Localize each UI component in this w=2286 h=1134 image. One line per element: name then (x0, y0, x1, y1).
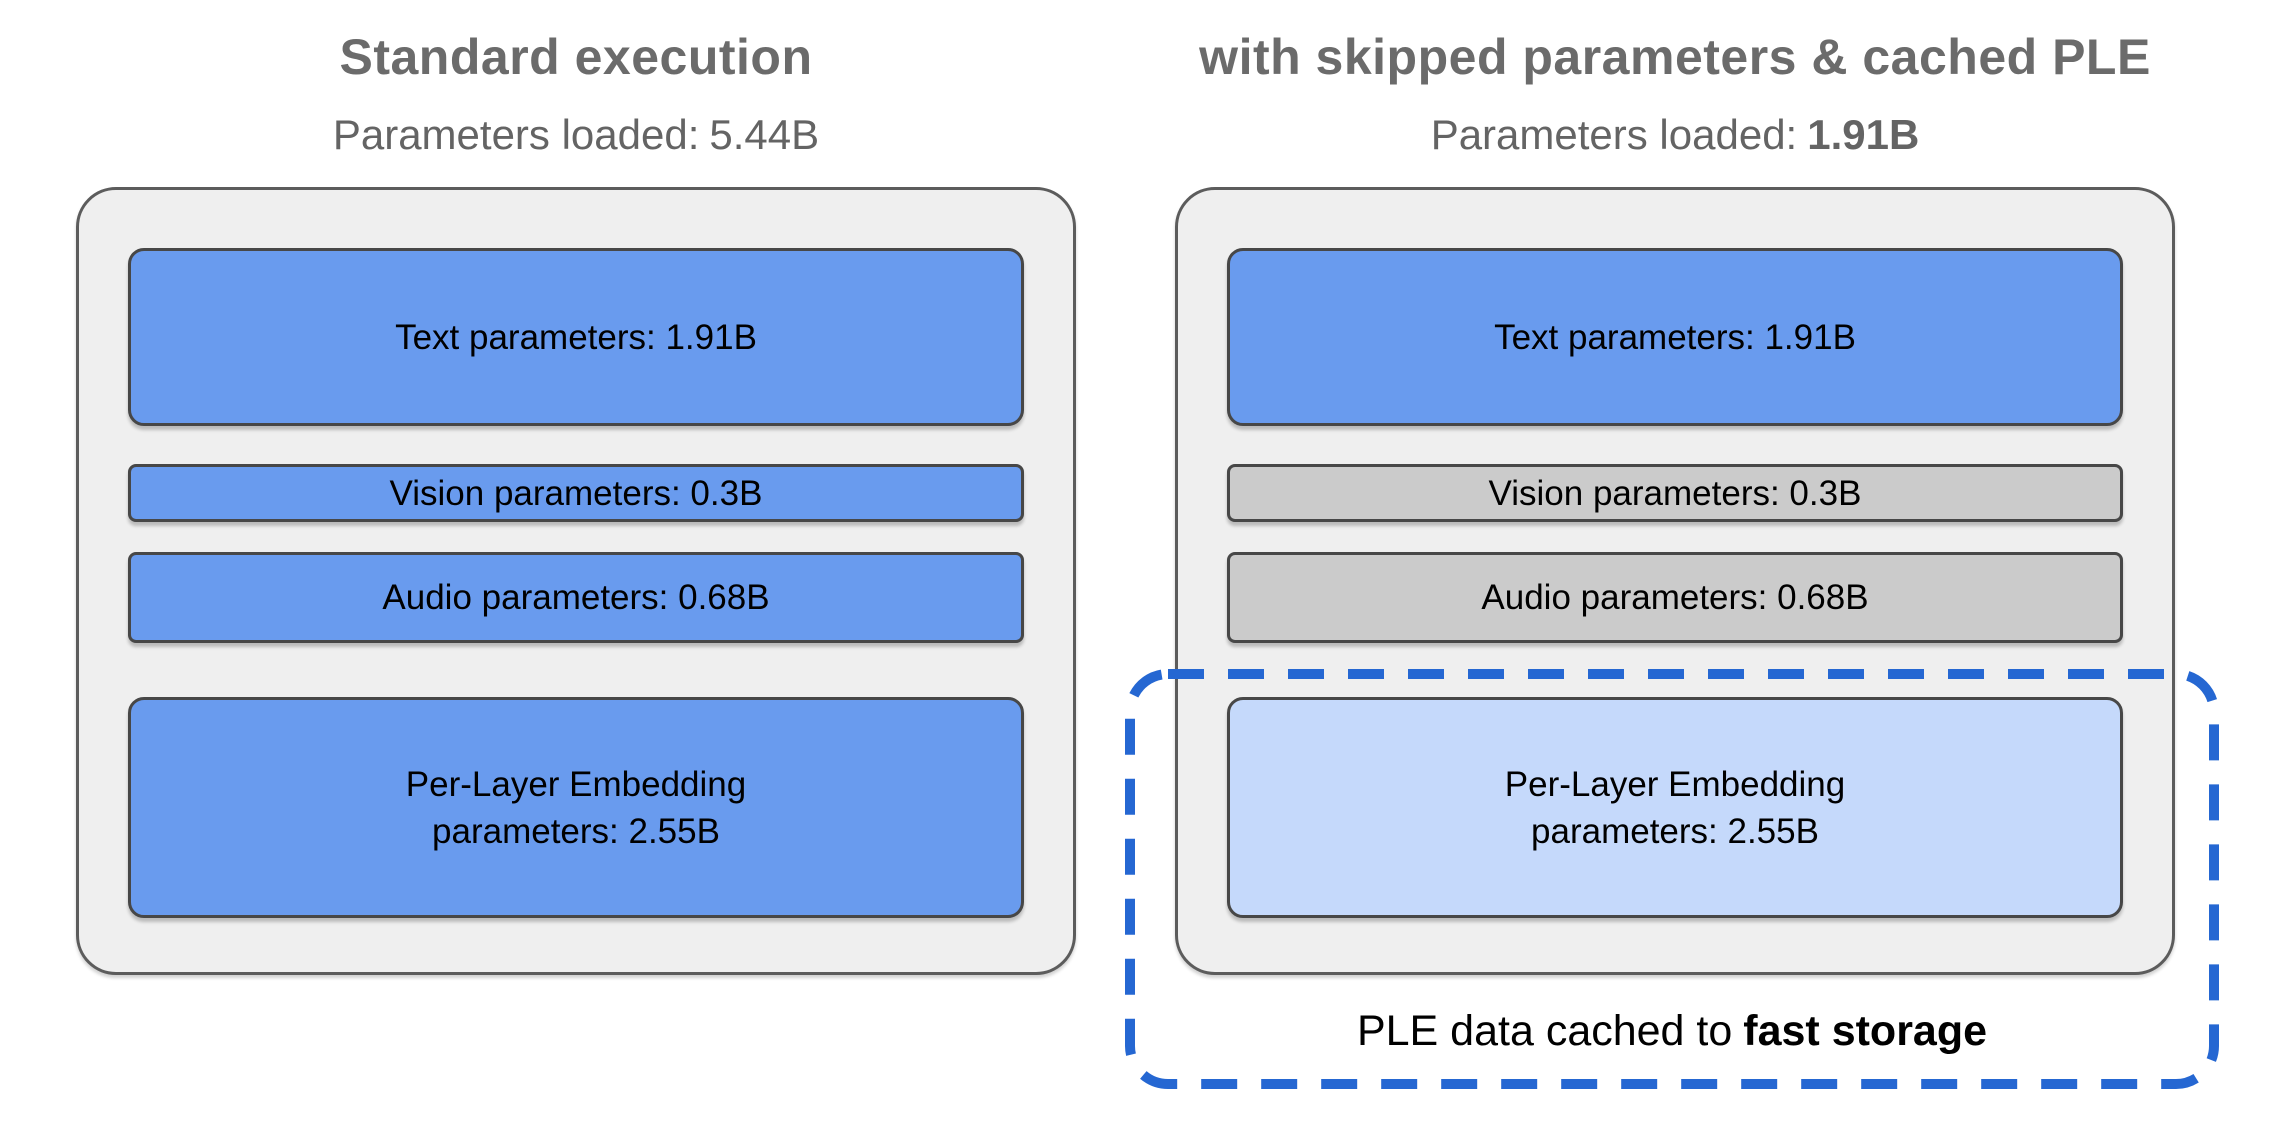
right-text-params-label: Text parameters: 1.91B (1494, 317, 1856, 357)
left-panel-header: Standard execution Parameters loaded:5.4… (76, 30, 1076, 158)
right-text-params-box: Text parameters: 1.91B (1227, 248, 2123, 426)
left-text-params-box: Text parameters: 1.91B (128, 248, 1024, 426)
left-audio-params-box: Audio parameters: 0.68B (128, 552, 1024, 643)
right-audio-params-box: Audio parameters: 0.68B (1227, 552, 2123, 643)
left-ple-params-box: Per-Layer Embedding parameters: 2.55B (128, 697, 1024, 918)
right-audio-params-label: Audio parameters: 0.68B (1481, 578, 1869, 617)
right-ple-params-label-line1: Per-Layer Embedding (1504, 764, 1846, 804)
left-panel-subtitle: Parameters loaded:5.44B (76, 112, 1076, 158)
right-ple-params-box: Per-Layer Embedding parameters: 2.55B (1227, 697, 2123, 918)
left-subtitle-label: Parameters loaded: (332, 111, 700, 158)
ple-cache-caption-bold: fast storage (1743, 1007, 1988, 1055)
left-vision-params-label: Vision parameters: 0.3B (389, 473, 763, 513)
left-audio-params-label: Audio parameters: 0.68B (382, 578, 770, 617)
right-ple-params-label-line2: parameters: 2.55B (1531, 811, 1819, 851)
right-panel-subtitle: Parameters loaded:1.91B (1175, 112, 2175, 158)
right-subtitle-value: 1.91B (1807, 111, 1920, 158)
left-vision-params-box: Vision parameters: 0.3B (128, 464, 1024, 522)
left-text-params-label: Text parameters: 1.91B (395, 317, 757, 357)
left-ple-params-label-line2: parameters: 2.55B (432, 811, 720, 851)
right-subtitle-label: Parameters loaded: (1430, 111, 1798, 158)
left-panel-title: Standard execution (339, 29, 813, 85)
left-subtitle-value: 5.44B (709, 111, 820, 158)
right-panel-header: with skipped parameters & cached PLE Par… (1175, 30, 2175, 158)
right-panel-title: with skipped parameters & cached PLE (1199, 29, 2151, 85)
right-model-container: Text parameters: 1.91B Vision parameters… (1175, 187, 2175, 975)
left-ple-params-label-line1: Per-Layer Embedding (405, 764, 747, 804)
ple-cache-caption-prefix: PLE data cached to (1356, 1007, 1733, 1055)
left-model-container: Text parameters: 1.91B Vision parameters… (76, 187, 1076, 975)
right-vision-params-box: Vision parameters: 0.3B (1227, 464, 2123, 522)
right-vision-params-label: Vision parameters: 0.3B (1488, 473, 1862, 513)
